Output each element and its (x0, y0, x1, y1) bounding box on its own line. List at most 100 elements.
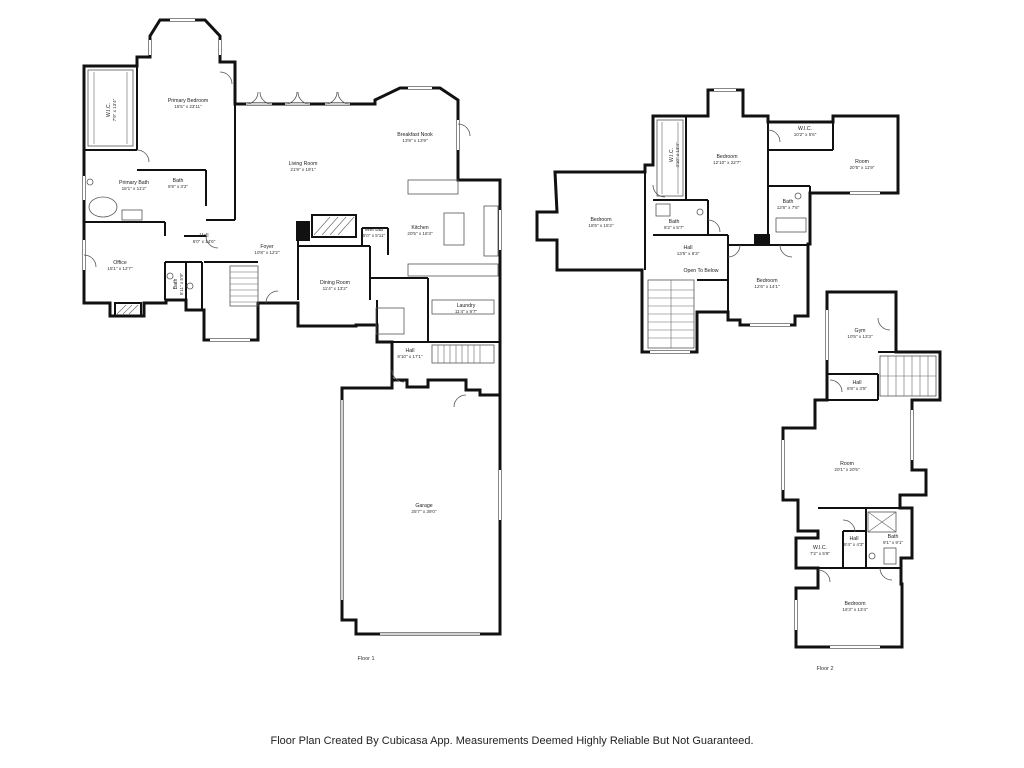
room-dimensions: 18'6" x 15'2" (588, 223, 614, 228)
room-dimensions: 13'8" x 13'9" (402, 138, 428, 143)
room-name: Hall (684, 245, 693, 251)
room-name: Gym (855, 328, 866, 334)
room-name: Hall (406, 348, 415, 354)
room-dimensions: 6'0" x 14'6" (193, 239, 216, 244)
room-dimensions: 5'9" x 3'2" (168, 184, 188, 189)
room-dimensions: 21'9" x 19'1" (290, 167, 316, 172)
room-dimensions: 12'6" x 7'8" (777, 205, 800, 210)
room-label: W.I.C.7'2" x 5'8" (810, 545, 830, 556)
room-dimensions: 12'6" x 14'1" (754, 284, 780, 289)
room-name: Hall (850, 536, 859, 542)
room-name: Bedroom (844, 601, 865, 607)
room-name: Bedroom (756, 278, 777, 284)
room-name: W.I.C. (813, 545, 827, 551)
room-name: W.I.C. (669, 148, 675, 162)
room-name: Bath (888, 534, 899, 540)
floor-2-stairs (647, 279, 695, 349)
room-name: Bath (783, 199, 794, 205)
room-name: Bath (173, 279, 179, 290)
room-dimensions: 5'11" x 5'9" (179, 272, 184, 295)
room-dimensions: 8'2" x 5'7" (664, 225, 684, 230)
room-name: Room (840, 461, 854, 467)
disclaimer-footer: Floor Plan Created By Cubicasa App. Meas… (270, 735, 754, 747)
room-name: Living Room (289, 161, 318, 167)
room-dimensions: 7'2" x 5'8" (810, 551, 830, 556)
back-hall-stairs (431, 344, 495, 364)
room-dimensions: 10'5" x 13'3" (847, 334, 873, 339)
room-dimensions: 10'8" x 12'2" (254, 250, 280, 255)
room-dimensions: 10'2" x 5'6" (794, 132, 817, 137)
room-label: W.I.C.4'10" x 13'4" (669, 142, 680, 168)
room-dimensions: 4'10" x 13'4" (675, 142, 680, 168)
room-dimensions: 9'1" x 9'1" (883, 540, 903, 545)
room-name: Hall (200, 233, 209, 239)
foyer-stairs (229, 265, 259, 307)
floor-2-upper-plan (535, 88, 900, 354)
room-name: Hall (853, 380, 862, 386)
room-name: Kitchen (411, 225, 428, 231)
room-dimensions: 8'10" x 17'1" (397, 354, 423, 359)
room-dimensions: 18'1" x 11'2" (122, 186, 147, 191)
room-name: Primary Bedroom (168, 98, 208, 104)
room-name: Bath (173, 178, 184, 184)
room-dimensions: 20'1" x 20'5" (834, 467, 860, 472)
room-name: Primary Bath (119, 180, 149, 186)
room-dimensions: 16'3" x 13'4" (842, 607, 868, 612)
room-dimensions: 8'8" x 3'5" (847, 386, 867, 391)
room-dimensions: 15'5" x 23'11" (174, 104, 202, 109)
room-dimensions: 5'0" x 5'11" (363, 233, 386, 238)
room-name: Laundry (457, 303, 476, 309)
room-name: Bedroom (590, 217, 611, 223)
room-dimensions: 11'4" x 9'7" (455, 309, 478, 314)
floor-2-label: Floor 2 (816, 666, 833, 672)
floor-2-lower-plan (781, 290, 942, 649)
floor-2-lower-stairs (879, 355, 937, 397)
room-name: W.I.C. (106, 103, 112, 117)
room-name: Bedroom (716, 154, 737, 160)
room-dimensions: 20'5" x 16'3" (407, 231, 433, 236)
room-dimensions: 15'1" x 12'7" (107, 266, 133, 271)
room-name: Open To Below (683, 268, 718, 274)
room-name: Office (113, 260, 127, 266)
room-name: Breakfast Nook (397, 132, 433, 138)
room-name: Room (855, 159, 869, 165)
room-label: W.I.C.7'9" x 13'4" (106, 98, 117, 121)
room-name: Dining Room (320, 280, 350, 286)
room-name: Bath (669, 219, 680, 225)
room-dimensions: 25'7" x 39'0" (411, 509, 437, 514)
room-label: W.I.C.10'2" x 5'6" (794, 126, 817, 137)
room-name: W.I.C. (798, 126, 812, 132)
room-dimensions: 12'10" x 22'7" (713, 160, 741, 165)
room-label: Open To Below (683, 268, 718, 274)
floor-1-plan (82, 18, 502, 636)
room-dimensions: 20'5" x 11'9" (850, 165, 875, 170)
floor-1-label: Floor 1 (357, 656, 374, 662)
